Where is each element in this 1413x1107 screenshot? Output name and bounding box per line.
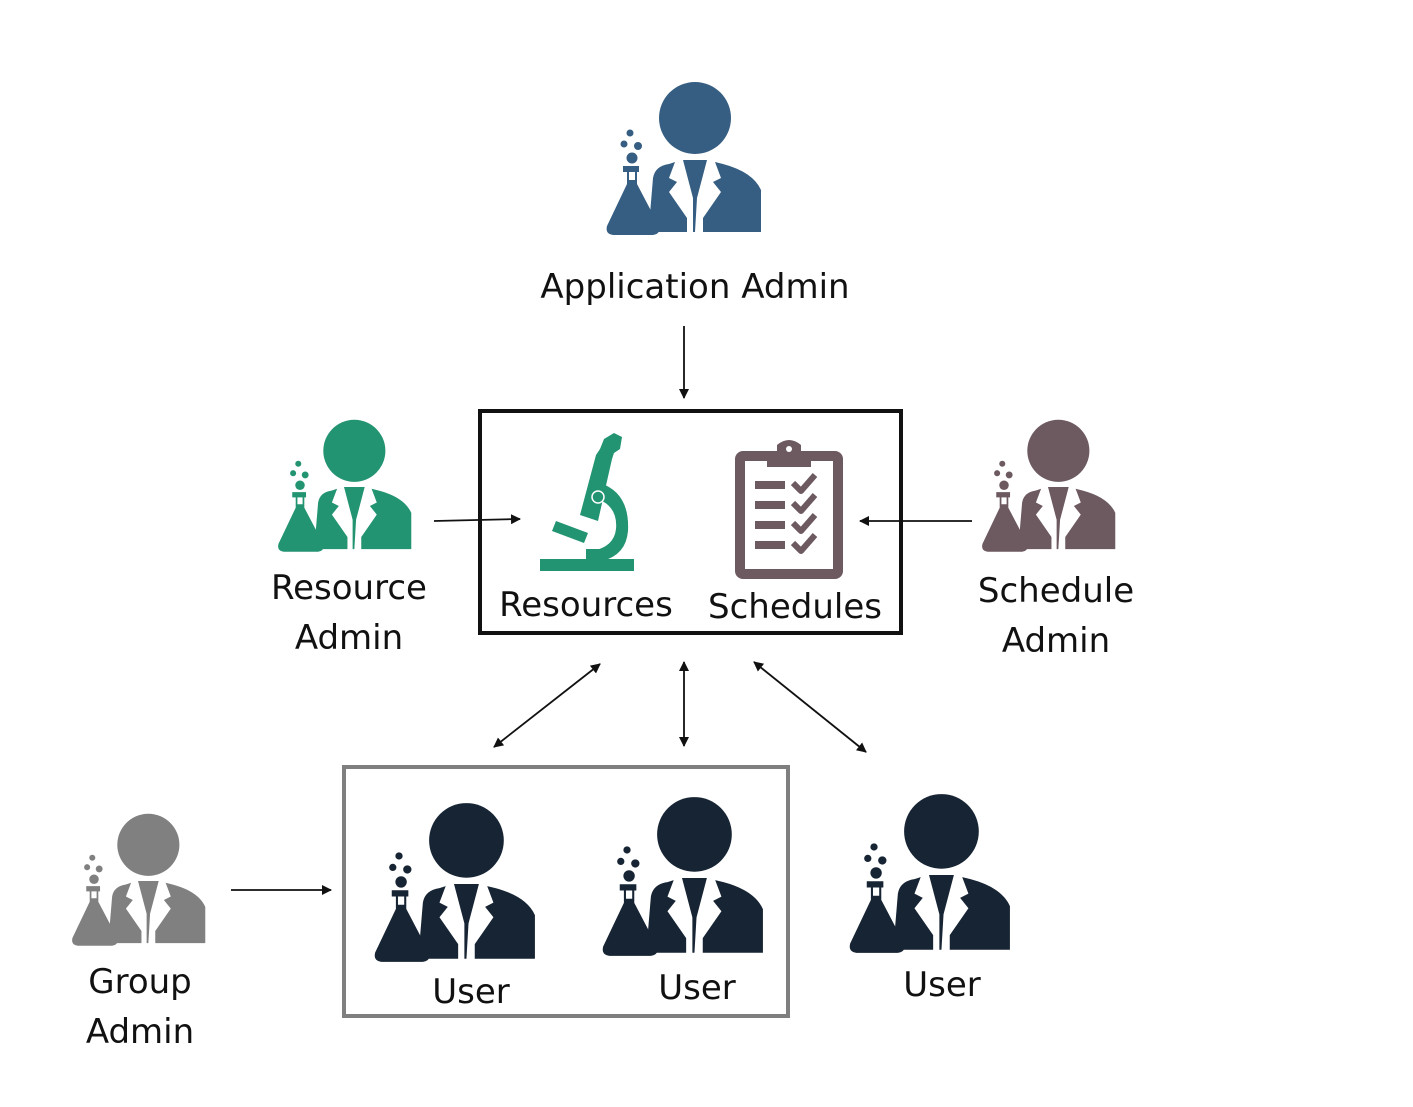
arrow-box-to-user-3	[753, 661, 867, 753]
scientist-icon	[849, 794, 1010, 953]
resource-admin-label-line1: Resource	[271, 568, 427, 608]
clipboard-checklist-icon	[735, 440, 843, 579]
application-admin-label: Application Admin	[540, 267, 850, 307]
scientist-icon	[982, 419, 1116, 552]
user-3-label: User	[903, 965, 981, 1005]
schedule-admin-label-line2: Admin	[1001, 621, 1111, 661]
group-admin-label-line2: Admin	[85, 1012, 195, 1052]
microscope-icon	[540, 433, 634, 571]
user-2-label: User	[658, 968, 736, 1008]
scientist-icon	[278, 419, 412, 552]
scientist-icon	[606, 82, 761, 235]
scientist-icon	[72, 813, 206, 946]
resources-schedules-box: Resources Schedules	[478, 409, 903, 635]
user-group-box: User User	[342, 765, 790, 1018]
schedules-label: Schedules	[708, 587, 882, 627]
resources-label: Resources	[499, 585, 673, 625]
user-1-label: User	[432, 972, 510, 1012]
group-admin-label-line1: Group	[88, 962, 192, 1002]
arrow-box-to-user-1	[493, 663, 601, 748]
resource-admin-label-line2: Admin	[294, 618, 404, 658]
schedule-admin-label-line1: Schedule	[977, 571, 1135, 611]
scientist-icon	[374, 803, 535, 962]
scientist-icon	[602, 797, 763, 956]
